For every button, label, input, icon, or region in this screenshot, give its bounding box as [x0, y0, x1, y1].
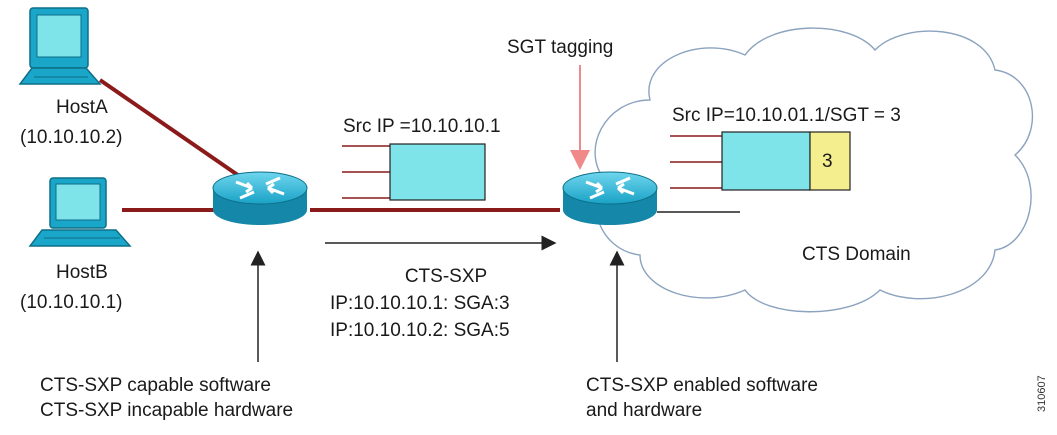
link-hosta-router [98, 78, 247, 182]
hostb-ip: (10.10.10.1) [20, 292, 123, 313]
right-note-line1: CTS-SXP enabled software [586, 375, 818, 396]
sxp-binding-1: IP:10.10.10.1: SGA:3 [330, 293, 510, 314]
sgt-tagging-label: SGT tagging [507, 37, 614, 58]
sxp-binding-2: IP:10.10.10.2: SGA:5 [330, 320, 510, 341]
router-icon [562, 171, 658, 225]
sgt-tag-box [809, 131, 851, 191]
router-icon [212, 171, 308, 225]
hosta-ip: (10.10.10.2) [20, 127, 123, 148]
packet-plain-label: Src IP =10.10.10.1 [343, 116, 501, 137]
left-note-line1: CTS-SXP capable software [40, 375, 271, 396]
packet-plain [342, 143, 486, 201]
packet-tagged [670, 131, 851, 191]
cts-domain-label: CTS Domain [802, 244, 911, 265]
figure-id: 310607 [1036, 375, 1048, 412]
left-note-line2: CTS-SXP incapable hardware [40, 400, 294, 421]
sgt-tag-value: 3 [822, 151, 833, 172]
computer-icon [28, 177, 132, 247]
packet-tagged-label: Src IP=10.10.01.1/SGT = 3 [672, 105, 901, 126]
sxp-title: CTS-SXP [404, 266, 488, 287]
hostb-name: HostB [56, 262, 108, 283]
computer-icon [18, 7, 102, 85]
hosta-name: HostA [56, 97, 108, 118]
right-note-line2: and hardware [586, 400, 703, 421]
